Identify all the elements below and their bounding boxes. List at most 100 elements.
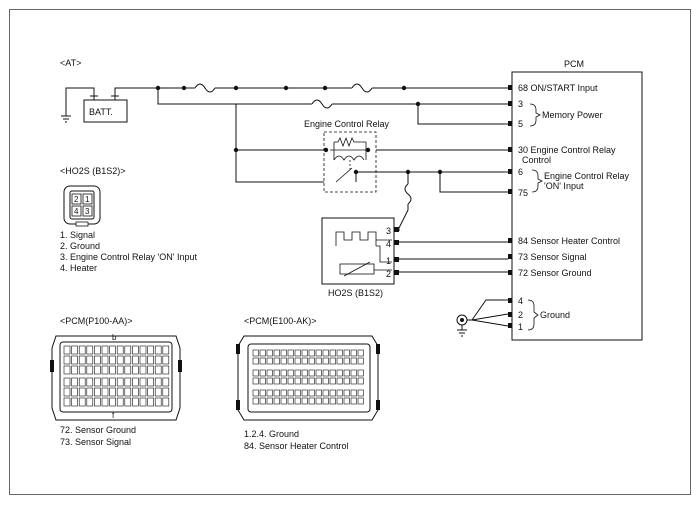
connector-pin	[315, 357, 322, 365]
pcm-e100-title: <PCM(E100-AK)>	[244, 316, 317, 326]
connector-pin	[259, 397, 266, 405]
connector-pin	[294, 389, 301, 397]
connector-pin	[162, 365, 170, 375]
connector-pin	[322, 377, 329, 385]
ecr-on-label: Engine Control Relay	[544, 171, 630, 181]
connector-pin	[273, 357, 280, 365]
connector-pin	[94, 377, 101, 387]
connector-pin	[336, 349, 343, 357]
connector-pin	[78, 355, 86, 365]
ho2s-pin-1: 1	[386, 256, 391, 266]
connector-pin	[86, 397, 94, 407]
brace-icon	[531, 169, 543, 193]
connector-pin	[139, 387, 147, 397]
fuse-icon	[351, 83, 373, 93]
pcm-pin-4: 4	[518, 296, 523, 306]
connector-pin	[266, 377, 273, 385]
connector-pin	[63, 355, 71, 365]
connector-pin	[329, 357, 336, 365]
connector-pin	[94, 345, 101, 355]
connector-pin	[147, 355, 154, 365]
connector-pin	[162, 387, 170, 397]
pcm-title: PCM	[564, 59, 584, 69]
connector-pin	[308, 349, 315, 357]
connector-pin	[280, 397, 287, 405]
connector-pin	[132, 397, 139, 407]
ho2s-grid-3: 3	[85, 207, 90, 216]
connector-pin	[71, 365, 78, 375]
connector-pin	[266, 349, 273, 357]
pcm-e100-connector-icon	[236, 335, 380, 421]
connector-pin	[78, 365, 86, 375]
connector-pin	[71, 377, 78, 387]
connector-pin	[343, 389, 350, 397]
connector-pin	[280, 369, 287, 377]
pcm-pin-30-line2: Control	[522, 155, 551, 165]
pcm-e100-legend-item: 84. Sensor Heater Control	[244, 441, 349, 451]
pcm-pin-6: 6	[518, 167, 523, 177]
connector-pin	[294, 377, 301, 385]
connector-pin	[63, 377, 71, 387]
connector-pin	[287, 397, 294, 405]
connector-pin	[329, 377, 336, 385]
connector-pin	[329, 349, 336, 357]
ho2s-grid-4: 4	[74, 207, 79, 216]
connector-pin	[154, 387, 162, 397]
connector-pin	[116, 365, 124, 375]
connector-pin	[78, 377, 86, 387]
connector-pin	[71, 387, 78, 397]
connector-pin	[132, 377, 139, 387]
connector-pin	[86, 377, 94, 387]
connector-pin	[315, 349, 322, 357]
connector-pin	[116, 387, 124, 397]
connector-pin	[357, 377, 364, 385]
connector-pin	[139, 365, 147, 375]
connector-pin	[343, 357, 350, 365]
connector-pin	[322, 357, 329, 365]
connector-pin	[357, 357, 364, 365]
connector-pin	[329, 369, 336, 377]
ho2s-title: <HO2S (B1S2)>	[60, 166, 126, 176]
pcm-pin-30: 30 Engine Control Relay	[518, 145, 616, 155]
connector-pin	[147, 377, 154, 387]
connector-pin	[343, 397, 350, 405]
connector-pin	[252, 389, 259, 397]
ho2s-legend-item: 4. Heater	[60, 263, 97, 273]
connector-pin	[94, 355, 101, 365]
connector-pin	[139, 397, 147, 407]
pcm-pin-2: 2	[518, 310, 523, 320]
heater-element-icon	[335, 231, 377, 246]
pcm-e100-legend-item: 1.2.4. Ground	[244, 429, 299, 439]
diagram-frame	[9, 9, 691, 495]
connector-pin	[86, 345, 94, 355]
connector-pin	[336, 369, 343, 377]
relay-box	[323, 131, 377, 193]
battery: BATT.	[83, 95, 128, 123]
fuse-icon	[194, 83, 216, 93]
connector-pin	[343, 349, 350, 357]
connector-pin	[252, 349, 259, 357]
connector-pin	[124, 365, 132, 375]
connector-pin	[63, 397, 71, 407]
connector-pin	[101, 387, 109, 397]
connector-pin	[162, 345, 170, 355]
connector-pin	[287, 377, 294, 385]
connector-pin	[280, 349, 287, 357]
connector-pin	[287, 349, 294, 357]
connector-pin	[308, 357, 315, 365]
connector-pin	[259, 389, 266, 397]
ecr-on-label-line2: 'ON' Input	[544, 181, 584, 191]
connector-pin	[350, 377, 357, 385]
connector-pin	[101, 377, 109, 387]
pcm-p100-bottom-mark: f	[112, 411, 115, 420]
connector-pin	[336, 397, 343, 405]
connector-pin	[139, 377, 147, 387]
connector-pin	[357, 369, 364, 377]
ho2s-legend-item: 1. Signal	[60, 230, 95, 240]
connector-pin	[147, 387, 154, 397]
connector-pin	[301, 357, 308, 365]
connector-pin	[350, 389, 357, 397]
connector-pin	[301, 349, 308, 357]
connector-pin	[266, 369, 273, 377]
connector-pin	[343, 369, 350, 377]
